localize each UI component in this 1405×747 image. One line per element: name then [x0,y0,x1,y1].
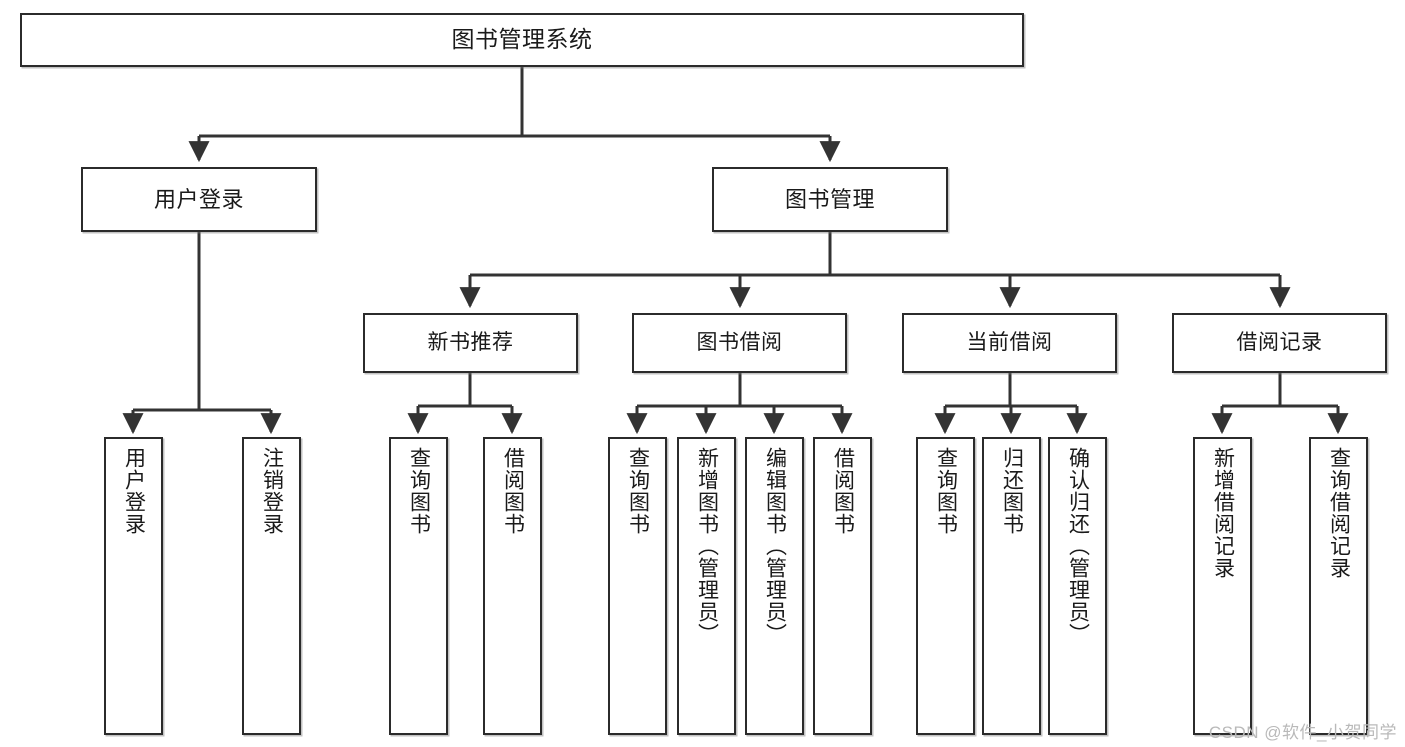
node-root[interactable]: 图书管理系统 [20,13,1024,67]
csdn-watermark: CSDN @软件_小贺同学 [1208,723,1397,742]
node-book-borrow-label: 图书借阅 [696,330,783,354]
leaf-borrow-book-2[interactable]: 借阅图书 [813,437,872,735]
leaf-borrow-book-2-label: 借阅图书 [831,447,855,535]
leaf-query-book-1-label: 查询图书 [407,447,431,535]
node-current-borrow-label: 当前借阅 [966,330,1053,354]
node-new-book-recommend-label: 新书推荐 [427,330,514,354]
node-root-label: 图书管理系统 [451,26,593,53]
leaf-add-record[interactable]: 新增借阅记录 [1193,437,1252,735]
node-book-management[interactable]: 图书管理 [712,167,948,232]
node-user-login-label: 用户登录 [153,186,244,212]
leaf-return-book-label: 归还图书 [1000,447,1024,535]
node-borrow-record[interactable]: 借阅记录 [1172,313,1387,373]
node-book-management-label: 图书管理 [784,186,875,212]
leaf-query-book-2[interactable]: 查询图书 [608,437,667,735]
leaf-edit-book-label: 编辑图书（管理员） [763,447,787,645]
leaf-borrow-book-1-label: 借阅图书 [501,447,525,535]
leaf-query-book-3[interactable]: 查询图书 [916,437,975,735]
leaf-add-book-label: 新增图书（管理员） [695,447,719,645]
leaf-return-book[interactable]: 归还图书 [982,437,1041,735]
leaf-query-book-2-label: 查询图书 [626,447,650,535]
leaf-query-record-label: 查询借阅记录 [1327,447,1351,579]
leaf-edit-book[interactable]: 编辑图书（管理员） [745,437,804,735]
node-new-book-recommend[interactable]: 新书推荐 [363,313,578,373]
leaf-add-record-label: 新增借阅记录 [1211,447,1235,579]
node-book-borrow[interactable]: 图书借阅 [632,313,847,373]
leaf-user-login-label: 用户登录 [122,447,146,535]
leaf-query-book-1[interactable]: 查询图书 [389,437,448,735]
leaf-add-book[interactable]: 新增图书（管理员） [677,437,736,735]
leaf-user-logout[interactable]: 注销登录 [242,437,301,735]
leaf-confirm-return-label: 确认归还（管理员） [1066,447,1090,645]
leaf-user-login[interactable]: 用户登录 [104,437,163,735]
node-user-login[interactable]: 用户登录 [81,167,317,232]
leaf-borrow-book-1[interactable]: 借阅图书 [483,437,542,735]
leaf-query-record[interactable]: 查询借阅记录 [1309,437,1368,735]
node-borrow-record-label: 借阅记录 [1236,330,1323,354]
leaf-query-book-3-label: 查询图书 [934,447,958,535]
node-current-borrow[interactable]: 当前借阅 [902,313,1117,373]
leaf-confirm-return[interactable]: 确认归还（管理员） [1048,437,1107,735]
leaf-user-logout-label: 注销登录 [260,447,284,535]
